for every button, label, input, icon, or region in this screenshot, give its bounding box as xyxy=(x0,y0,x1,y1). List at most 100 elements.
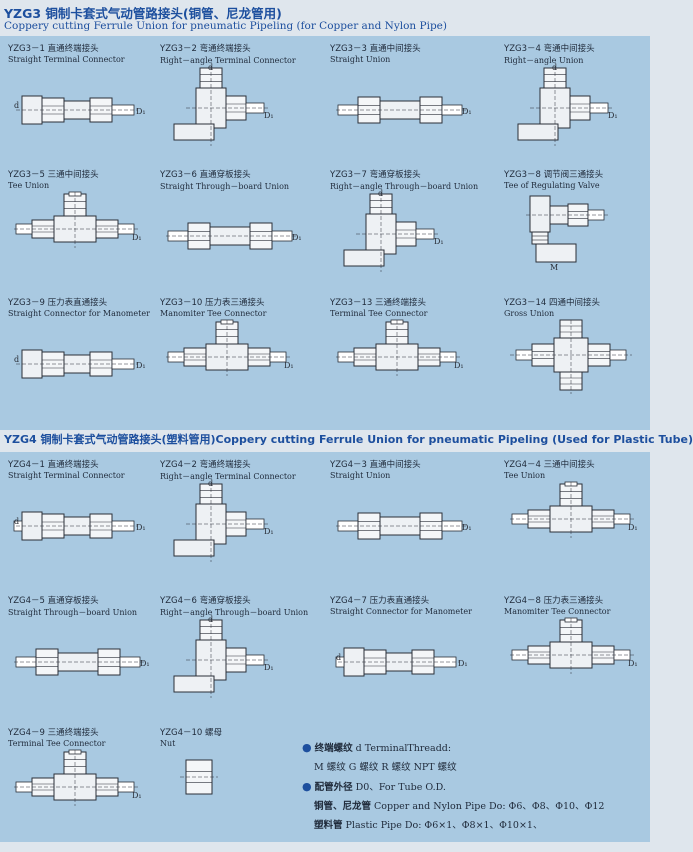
dimension-label: D₁ xyxy=(462,523,472,532)
item-code: YZG3－10 压力表三通接头 xyxy=(160,298,265,308)
item-english-name: Manomiter Tee Connector xyxy=(504,607,611,616)
thread-note: ● 终端螺纹 d TerminalThreadd: xyxy=(302,738,647,758)
fitting-drawing: dD₁ xyxy=(173,63,274,146)
dimension-label: d xyxy=(208,479,213,488)
fitting-diagram: D₁ xyxy=(14,191,142,248)
dimension-label: d xyxy=(14,355,19,364)
dimension-label: D₁ xyxy=(628,523,638,532)
fitting-drawing: dD₁ xyxy=(13,511,146,541)
item-english-name: Tee Union xyxy=(8,181,50,190)
item-code: YZG4－5 直通穿板接头 xyxy=(8,596,99,606)
item-code: YZG3－9 压力表直通接头 xyxy=(8,298,108,308)
dimension-label: D₁ xyxy=(136,107,146,116)
item-english-name: Right－angle Union xyxy=(504,56,584,65)
dimension-label: D₁ xyxy=(132,233,142,242)
fitting-diagram: D₁ xyxy=(336,96,472,124)
fitting-diagram: dD₁ xyxy=(173,479,274,562)
item-code: YZG4－7 压力表直通接头 xyxy=(330,596,430,606)
item-english-name: Tee of Regulating Valve xyxy=(504,181,600,190)
dimension-label: D₁ xyxy=(608,111,618,120)
item-code: YZG3－7 弯通穿板接头 xyxy=(330,170,421,180)
fitting-diagram xyxy=(510,319,632,394)
fitting-diagram: dD₁ xyxy=(14,349,146,379)
item-code: YZG3－3 直通中间接头 xyxy=(330,44,421,54)
item-english-name: Right－angle Terminal Connector xyxy=(160,472,296,481)
thread-types: M 螺纹 G 螺纹 R 螺纹 NPT 螺纹 xyxy=(314,762,457,773)
yzg3-item-7: YZG3－7 弯通穿板接头 Right－angle Through－board U… xyxy=(330,168,485,292)
fitting-drawing: D₁ xyxy=(336,512,472,540)
item-code: YZG4－6 弯通穿板接头 xyxy=(160,596,251,606)
item-english-name: Nut xyxy=(160,739,176,748)
spec-notes: ● 终端螺纹 d TerminalThreadd: M 螺纹 G 螺纹 R 螺纹… xyxy=(302,738,647,835)
item-english-name: Terminal Tee Connector xyxy=(8,739,106,748)
copper-cn: 铜管、尼龙管 xyxy=(314,801,372,812)
dimension-label: d xyxy=(552,63,557,72)
dimension-label: D₁ xyxy=(264,111,274,120)
item-english-name: Straight Terminal Connector xyxy=(8,471,125,480)
dimension-label: d xyxy=(208,615,213,624)
item-code: YZG4－4 三通中间接头 xyxy=(504,460,595,470)
dimension-label: d xyxy=(378,189,383,198)
item-code: YZG3－1 直通终端接头 xyxy=(8,44,99,54)
fitting-drawing: dD₁ xyxy=(14,95,146,125)
thread-title-en: d TerminalThreadd: xyxy=(352,743,452,754)
catalog-page: YZG3 铜制卡套式气动管路接头(铜管、尼龙管用) Coppery cuttin… xyxy=(0,6,693,842)
fitting-drawing: D₁ xyxy=(510,617,638,674)
item-code: YZG4－10 螺母 xyxy=(160,728,223,738)
dimension-label: d xyxy=(14,101,19,110)
dimension-label: d xyxy=(14,517,19,526)
fitting-diagram: D₁ xyxy=(510,617,638,674)
yzg4-section-title: YZG4 铜制卡套式气动管路接头(塑料管用)Coppery cutting Fe… xyxy=(4,433,693,446)
od-title-en: D0、For Tube O.D. xyxy=(352,782,446,793)
fitting-diagram: D₁ xyxy=(166,222,302,250)
fitting-drawing: M xyxy=(526,195,610,272)
item-code: YZG3－5 三通中间接头 xyxy=(8,170,99,180)
fitting-drawing: D₁ xyxy=(336,319,464,376)
fitting-drawing: dD₁ xyxy=(517,63,618,146)
dimension-label: D₁ xyxy=(292,233,302,242)
item-code: YZG3－14 四通中间接头 xyxy=(504,298,601,308)
fitting-diagram: D₁ xyxy=(510,481,638,538)
dimension-label: D₁ xyxy=(628,659,638,668)
fitting-drawing: D₁ xyxy=(14,648,150,676)
bullet-icon: ● xyxy=(302,741,312,754)
copper-pipe-spec: 铜管、尼龙管 Copper and Nylon Pipe Do: Φ6、Φ8、Φ… xyxy=(302,797,647,816)
fitting-drawing: D₁ xyxy=(14,749,142,806)
item-english-name: Right－angle Through－board Union xyxy=(330,182,479,191)
fitting-diagram xyxy=(180,759,218,795)
plastic-pipe-spec: 塑料管 Plastic Pipe Do: Φ6×1、Φ8×1、Φ10×1、 xyxy=(302,816,647,835)
fitting-drawing xyxy=(180,759,218,795)
item-code: YZG4－2 弯通终端接头 xyxy=(160,460,251,470)
od-note: ● 配管外径 D0、For Tube O.D. xyxy=(302,777,647,797)
item-english-name: Terminal Tee Connector xyxy=(330,309,428,318)
fitting-drawing xyxy=(510,319,632,394)
dimension-label: D₁ xyxy=(434,237,444,246)
fitting-diagram: dD₁ xyxy=(335,647,468,677)
fitting-drawing: dD₁ xyxy=(173,615,274,698)
fitting-diagram: dD₁ xyxy=(343,189,444,272)
fitting-diagram: D₁ xyxy=(14,749,142,806)
dimension-label: D₁ xyxy=(264,527,274,536)
item-english-name: Tee Union xyxy=(504,471,546,480)
fitting-diagram: D₁ xyxy=(166,319,294,376)
fitting-drawing: D₁ xyxy=(166,222,302,250)
thread-title-cn: 终端螺纹 xyxy=(314,743,353,754)
copper-en: Copper and Nylon Pipe Do: Φ6、Φ8、Φ10、Φ12 xyxy=(371,801,605,812)
item-english-name: Manomiter Tee Connector xyxy=(160,309,267,318)
yzg3-section-title: YZG3 铜制卡套式气动管路接头(铜管、尼龙管用) xyxy=(4,6,282,21)
fitting-drawing: D₁ xyxy=(166,319,294,376)
item-english-name: Right－angle Through－board Union xyxy=(160,608,309,617)
dimension-label: D₁ xyxy=(136,523,146,532)
dimension-label: D₁ xyxy=(136,361,146,370)
